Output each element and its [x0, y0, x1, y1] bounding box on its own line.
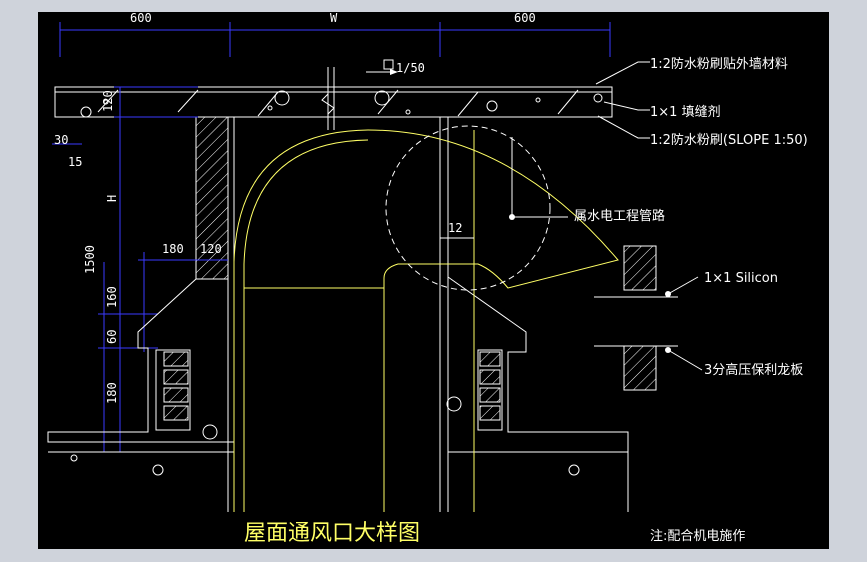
dim-600-right: 600 [514, 12, 536, 25]
dim-120: 120 [101, 90, 115, 112]
note-polystyrene-board: 3分高压保利龙板 [704, 362, 803, 378]
note-silicon: 1×1 Silicon [704, 271, 778, 286]
roof-slab [54, 67, 613, 130]
dim-w: W [330, 12, 338, 25]
dim-600-left: 600 [130, 12, 152, 25]
slope-label: 1/50 [366, 59, 425, 75]
dim-120-top: 120 [200, 242, 222, 256]
top-dimension: 600 W 600 [59, 12, 611, 57]
slope-text: 1/50 [396, 61, 425, 75]
right-detail [594, 245, 678, 391]
drawing-canvas: 600 W 600 1/50 [38, 12, 829, 549]
dim-160: 160 [105, 286, 119, 308]
dim-h: H [105, 195, 119, 202]
note-leaders [512, 61, 703, 371]
vent-pipe [233, 129, 619, 512]
dim-60: 60 [105, 330, 119, 344]
dim-30: 30 [54, 133, 68, 147]
left-curb [47, 278, 234, 476]
left-wall [195, 116, 235, 512]
dim-180-bottom: 180 [105, 382, 119, 404]
dashed-pipe-circle: 12 [385, 125, 551, 291]
footnote: 注:配合机电施作 [650, 529, 745, 544]
note-mep-piping: 属水电工程管路 [574, 208, 665, 224]
drawing-title: 屋面通风口大样图 [244, 521, 420, 546]
note-waterproof-plaster: 1:2防水粉刷贴外墙材料 [650, 56, 788, 72]
right-wall [439, 117, 629, 512]
note-filler: 1×1 填缝剂 [650, 105, 721, 120]
note-waterproof-slope: 1:2防水粉刷(SLOPE 1:50) [650, 132, 808, 148]
left-dimensions: 120 30 15 H 180 120 1500 160 60 180 [52, 86, 228, 452]
dim-1500: 1500 [83, 245, 97, 274]
detail-drawing: 600 W 600 1/50 [47, 12, 808, 546]
dim-15: 15 [68, 155, 82, 169]
dim-180-top: 180 [162, 242, 184, 256]
dim-12: 12 [448, 221, 462, 235]
